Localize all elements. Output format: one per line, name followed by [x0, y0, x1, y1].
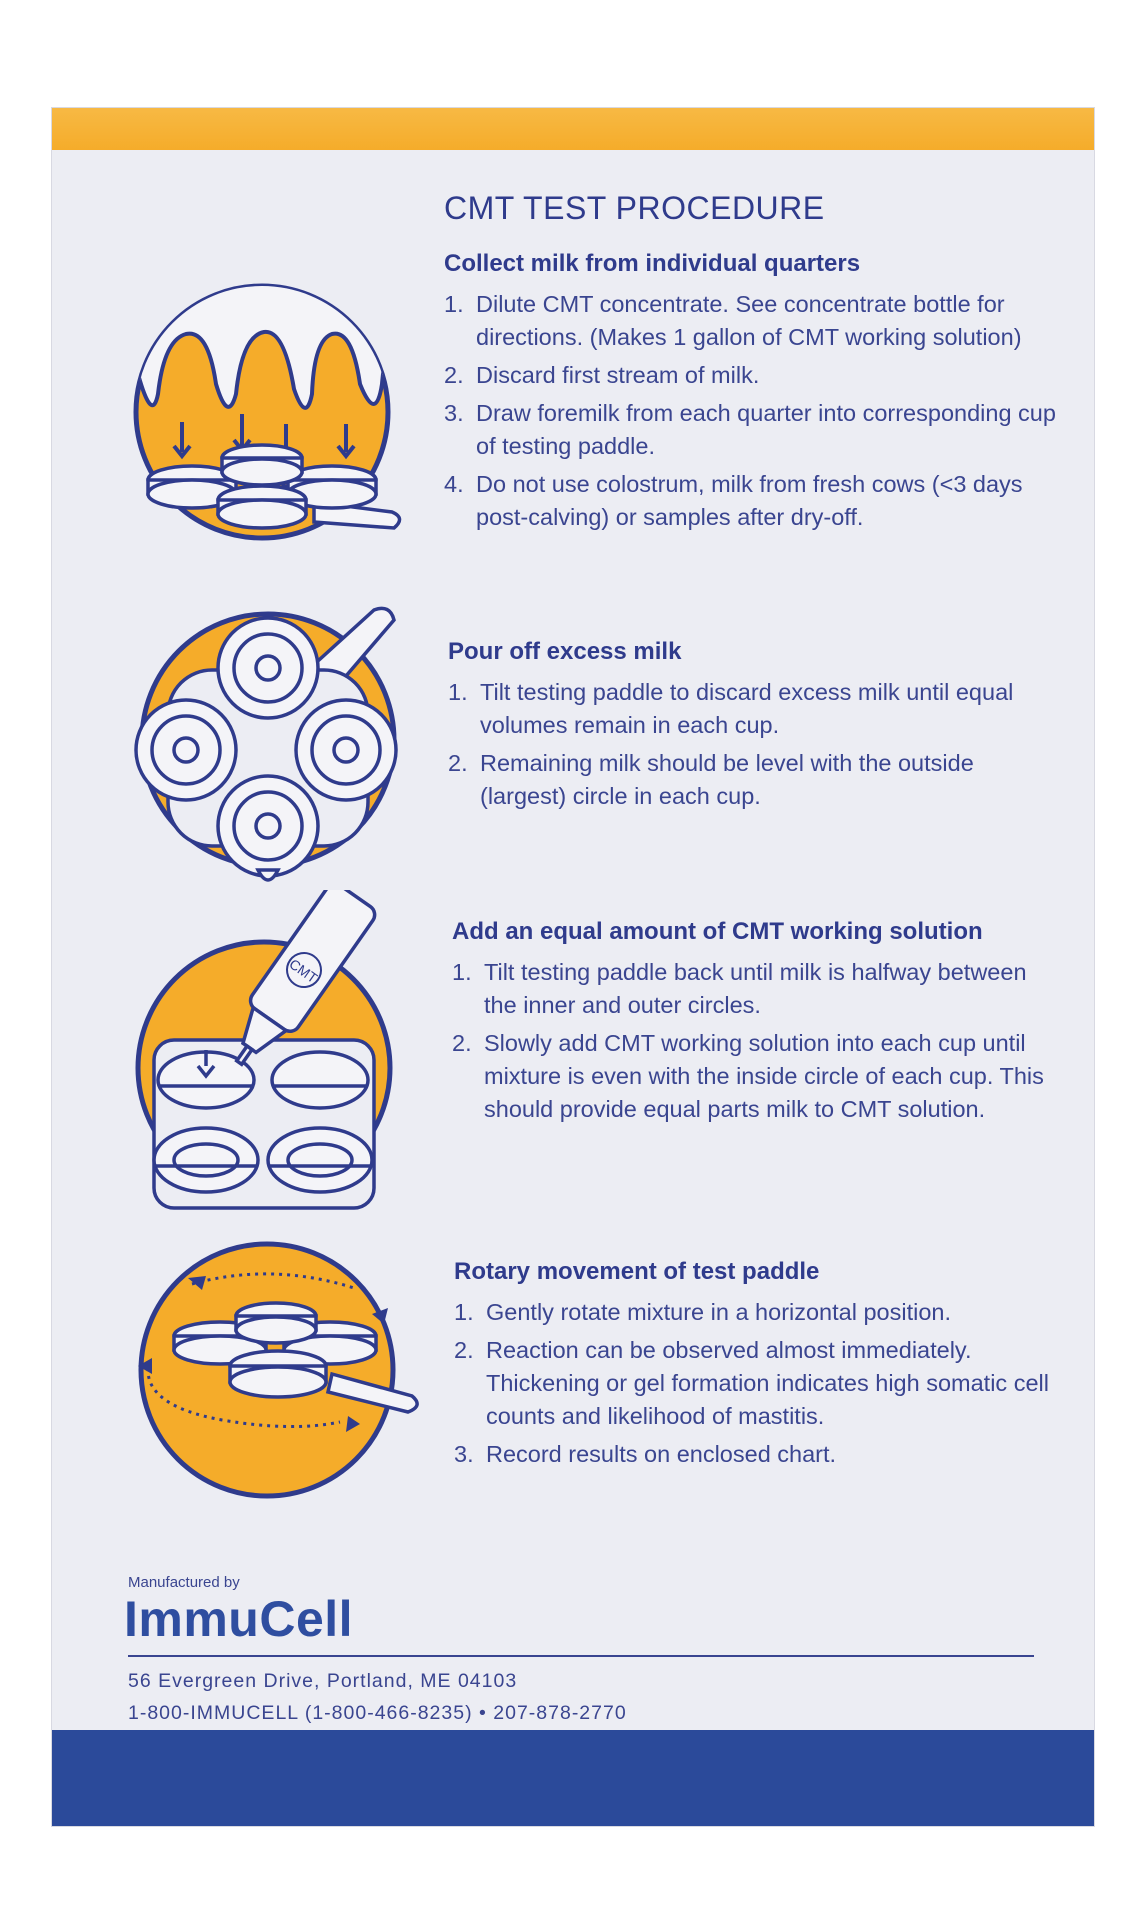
top-orange-stripe [52, 108, 1094, 150]
section-heading: Collect milk from individual quarters [444, 250, 861, 277]
pour-off-illustration [134, 606, 398, 882]
section-heading: Rotary movement of test paddle [454, 1258, 820, 1285]
footer-divider [128, 1655, 1034, 1657]
section-collect-milk: Collect milk from individual quarters 1.… [444, 250, 1074, 539]
bottom-blue-stripe [52, 1730, 1094, 1826]
section-pour-off: Pour off excess milk 1.Tilt testing padd… [448, 638, 1048, 818]
section-rotary-movement: Rotary movement of test paddle 1.Gently … [454, 1258, 1054, 1476]
step-item: 2.Remaining milk should be level with th… [448, 750, 974, 809]
company-phone: 1-800-IMMUCELL (1-800-466-8235) • 207-87… [128, 1702, 627, 1724]
rotary-movement-illustration [138, 1241, 419, 1499]
company-address: 56 Evergreen Drive, Portland, ME 04103 [128, 1670, 518, 1692]
step-item: 3.Record results on enclosed chart. [454, 1441, 837, 1467]
step-item: 4.Do not use colostrum, milk from fresh … [444, 471, 1023, 530]
step-item: 2.Slowly add CMT working solution into e… [452, 1030, 1044, 1122]
collect-milk-illustration [133, 283, 402, 541]
section-heading: Add an equal amount of CMT working solut… [452, 918, 983, 945]
manufactured-by-label: Manufactured by [128, 1574, 240, 1591]
step-item: 1.Tilt testing paddle back until milk is… [452, 959, 1027, 1018]
page-title: CMT TEST PROCEDURE [444, 190, 825, 226]
step-item: 2.Discard first stream of milk. [444, 362, 760, 388]
section-heading: Pour off excess milk [448, 638, 682, 665]
step-item: 1.Gently rotate mixture in a horizontal … [454, 1299, 952, 1325]
company-logo: ImmuCell [124, 1591, 354, 1647]
step-item: 1.Tilt testing paddle to discard excess … [448, 679, 1014, 738]
section-add-solution: Add an equal amount of CMT working solut… [452, 918, 1052, 1131]
step-item: 3.Draw foremilk from each quarter into c… [444, 400, 1056, 459]
step-item: 2.Reaction can be observed almost immedi… [454, 1337, 1049, 1429]
step-item: 1.Dilute CMT concentrate. See concentrat… [444, 291, 1022, 350]
add-solution-illustration: CMT [135, 890, 393, 1210]
package-panel: CMT TEST PROCEDURE [52, 108, 1094, 1826]
